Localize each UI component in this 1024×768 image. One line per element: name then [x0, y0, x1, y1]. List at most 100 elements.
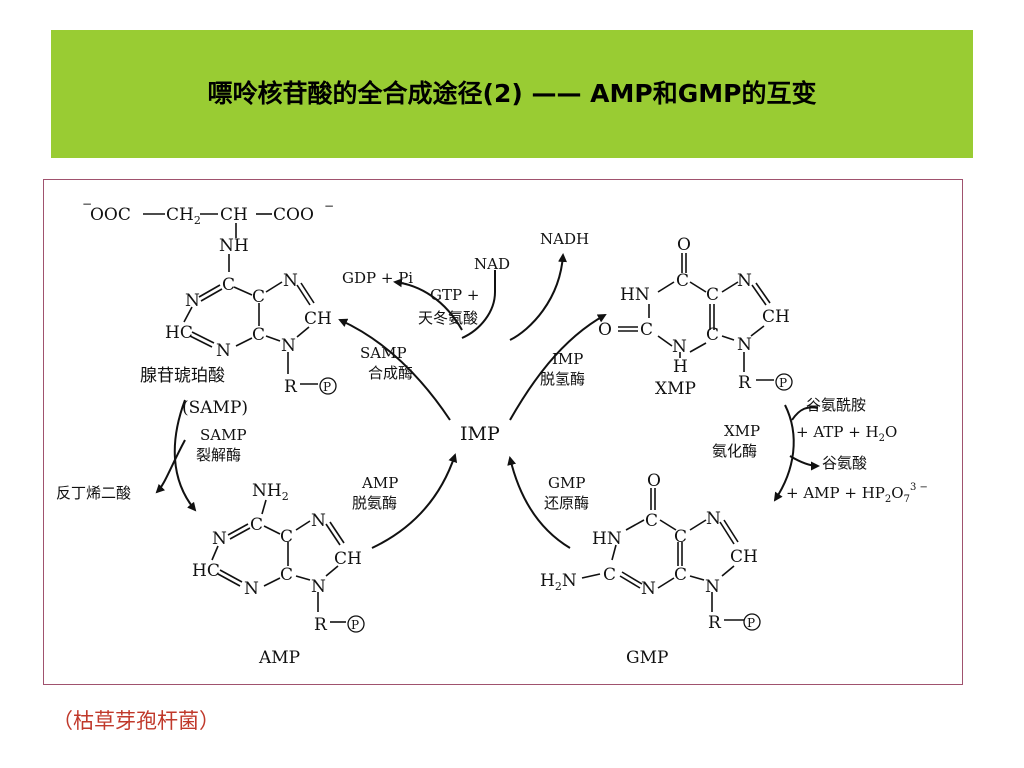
bond: [300, 282, 315, 304]
bond: [261, 499, 267, 515]
gmp-n7-label: N: [706, 509, 721, 529]
samp-n3-label: N: [216, 341, 231, 361]
arrow-nadh-out: [509, 253, 568, 341]
arrow-glu-out: [789, 455, 820, 471]
gmp-n9-label: N: [705, 577, 720, 597]
samp-lyase-label-1: SAMP: [200, 426, 247, 444]
arrow-gtp-in: [461, 270, 496, 339]
xmp-o-label: O: [677, 235, 691, 255]
slide-title: 嘌呤核苷酸的全合成途径(2) —— AMP和GMP的互变: [207, 79, 817, 108]
arrow-imp-to-samp: [338, 318, 451, 421]
samp-structure: [143, 213, 318, 385]
samp-labels: − OOC CH2 CH COO − NH N C C N CH HC N C …: [82, 197, 337, 418]
amp-deaminase-label-1: AMP: [361, 474, 398, 492]
samp-c5-label: C: [252, 287, 265, 307]
aspartate-label: 天冬氨酸: [418, 309, 478, 327]
samp-c6-label: C: [222, 275, 235, 295]
phosphate-icon: [775, 373, 793, 391]
bond: [183, 306, 193, 323]
imp-center-label: IMP: [460, 423, 500, 445]
xmp-r-label: R: [738, 373, 752, 393]
gmp-reductase-label-2: 还原酶: [544, 494, 589, 512]
gmp-c4-label: C: [674, 565, 687, 585]
bond: [619, 575, 641, 589]
bond: [219, 569, 243, 583]
amp-c6-label: C: [250, 515, 263, 535]
gmp-n3-label: N: [641, 579, 656, 599]
amp-n1-label: N: [212, 529, 227, 549]
bond: [329, 521, 345, 544]
samp-abbr: (SAMP): [182, 398, 248, 418]
bond: [659, 519, 677, 531]
atp-h2o-label: + ATP + H2O: [796, 423, 897, 444]
bond: [198, 284, 221, 298]
samp-name: 腺苷琥珀酸: [140, 366, 225, 386]
xmp-aminase-label-2: 氨化酶: [712, 442, 757, 460]
bond: [296, 326, 310, 338]
bond: [657, 335, 673, 347]
samp-n9-label: N: [281, 336, 296, 356]
imp-dehydrogenase-label-2: 脱氢酶: [540, 370, 585, 388]
amp-c5-label: C: [280, 527, 293, 547]
bond: [217, 573, 241, 587]
bond: [723, 519, 739, 543]
amp-structure: [211, 499, 346, 623]
glutamate-label: 谷氨酸: [822, 454, 867, 472]
xmp-aminase-label-1: XMP: [724, 422, 760, 440]
bond: [263, 525, 281, 535]
xmp-h-label: H: [673, 357, 688, 377]
bond: [621, 571, 643, 585]
fumarate-label: 反丁烯二酸: [56, 484, 131, 502]
samp-c8-label: CH: [304, 309, 332, 329]
samp-synthetase-label-1: SAMP: [360, 344, 407, 362]
amp-c4-label: C: [280, 565, 293, 585]
gmp-c8-label: CH: [730, 547, 758, 567]
xmp-n7-label: N: [737, 271, 752, 291]
nad-label: NAD: [474, 255, 510, 273]
amp-n7-label: N: [311, 511, 326, 531]
bond: [227, 523, 249, 536]
amp-c2-label: HC: [192, 561, 220, 581]
gmp-c5-label: C: [674, 527, 687, 547]
glutamine-label: 谷氨酰胺: [806, 396, 866, 414]
samp-lyase-label-2: 裂解酶: [196, 446, 241, 464]
xmp-c4-label: C: [706, 325, 719, 345]
bond: [751, 284, 767, 306]
amp-name: AMP: [258, 648, 300, 668]
amp-deaminase-label-2: 脱氨酶: [352, 494, 397, 512]
amp-c8-label: CH: [334, 549, 362, 569]
xmp-c5-label: C: [706, 285, 719, 305]
phosphate-icon: [743, 613, 761, 631]
bond: [229, 527, 251, 540]
gmp-labels: O C HN C N CH C H2N N C N R P GMP: [540, 471, 761, 668]
amp-r-label: R: [314, 615, 328, 635]
amp-n3-label: N: [244, 579, 259, 599]
bond: [211, 545, 219, 561]
samp-synthetase-label-2: 合成酶: [368, 364, 413, 382]
bond: [719, 521, 735, 545]
xmp-labels: O C HN C N CH C O C N H N R P XMP: [598, 235, 793, 399]
arrow-imp-to-xmp: [509, 314, 607, 421]
samp-ch-label: CH: [220, 205, 248, 225]
gtp-label: GTP +: [430, 286, 479, 304]
bond: [689, 575, 705, 581]
bond: [689, 281, 707, 293]
bond: [325, 565, 339, 577]
bond: [721, 565, 735, 577]
bond: [721, 335, 735, 341]
xmp-n1-label: HN: [620, 285, 650, 305]
bond: [189, 335, 213, 348]
samp-coo-label: COO: [273, 205, 314, 225]
bond: [295, 520, 311, 531]
bond: [689, 519, 707, 531]
pathway-arrows: [155, 253, 820, 549]
bond: [689, 342, 707, 353]
samp-n7-label: N: [283, 271, 298, 291]
gmp-c6-label: C: [645, 511, 658, 531]
gmp-name: GMP: [626, 648, 668, 668]
xmp-o2-label: O: [598, 320, 612, 340]
xmp-n9-label: N: [737, 335, 752, 355]
samp-c4-label: C: [252, 325, 265, 345]
amp-p-label: P: [351, 618, 359, 632]
